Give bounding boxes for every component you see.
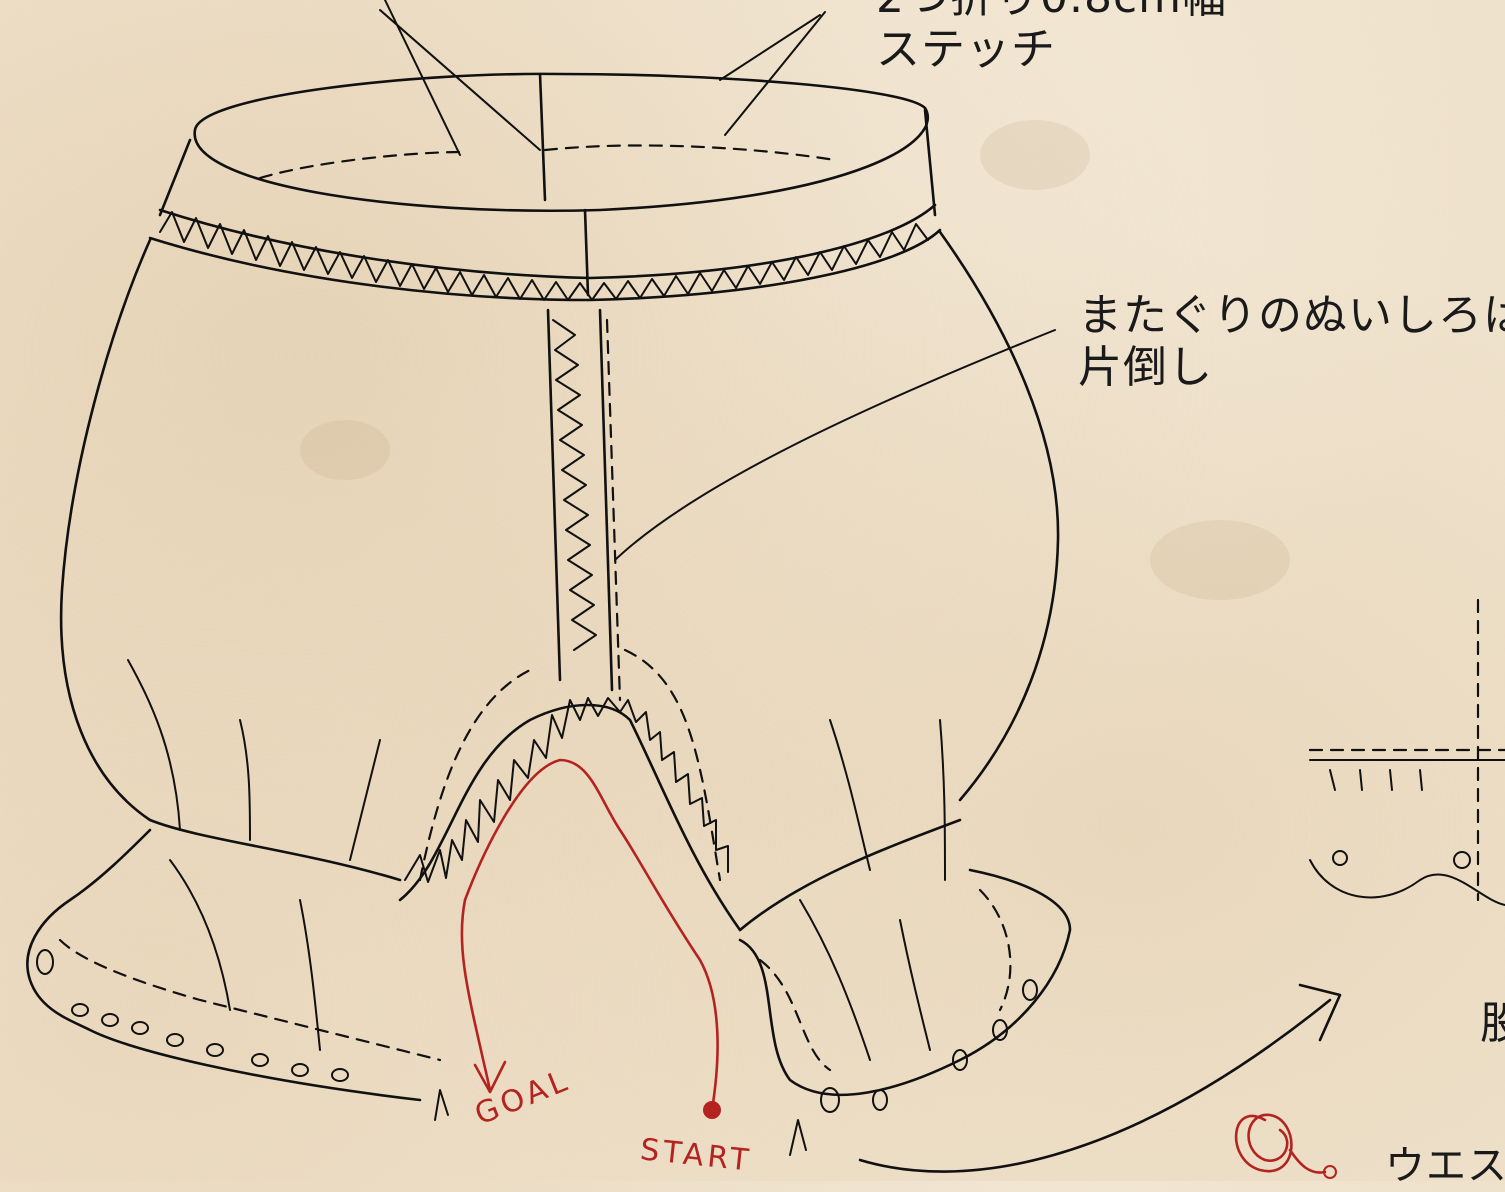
- thread-icon: [1236, 1115, 1336, 1178]
- top-stitch-note-line1: 2つ折り0.8cm幅: [876, 0, 1227, 24]
- left-leg-ruffle: [27, 660, 448, 1120]
- waist-label-partial: ウエス: [1385, 1140, 1505, 1192]
- arrow-head: [1300, 985, 1340, 1040]
- waistband: [150, 74, 940, 300]
- curved-arrow: [860, 1000, 1330, 1172]
- top-stitch-note-line2: ステッチ: [876, 24, 1056, 76]
- red-route: [462, 760, 721, 1119]
- right-leader-line: [615, 330, 1055, 560]
- detail-sketch-partial: [1310, 600, 1505, 905]
- crotch-label-partial: 股: [1480, 998, 1505, 1050]
- right-leg-ruffle: [740, 720, 1070, 1155]
- seam-allowance-note-line2: 片倒し: [1078, 342, 1213, 394]
- start-dot: [703, 1101, 721, 1119]
- seam-allowance-note-line1: またぐりのぬいしろは: [1078, 290, 1505, 342]
- bloomer-body: [61, 232, 1058, 930]
